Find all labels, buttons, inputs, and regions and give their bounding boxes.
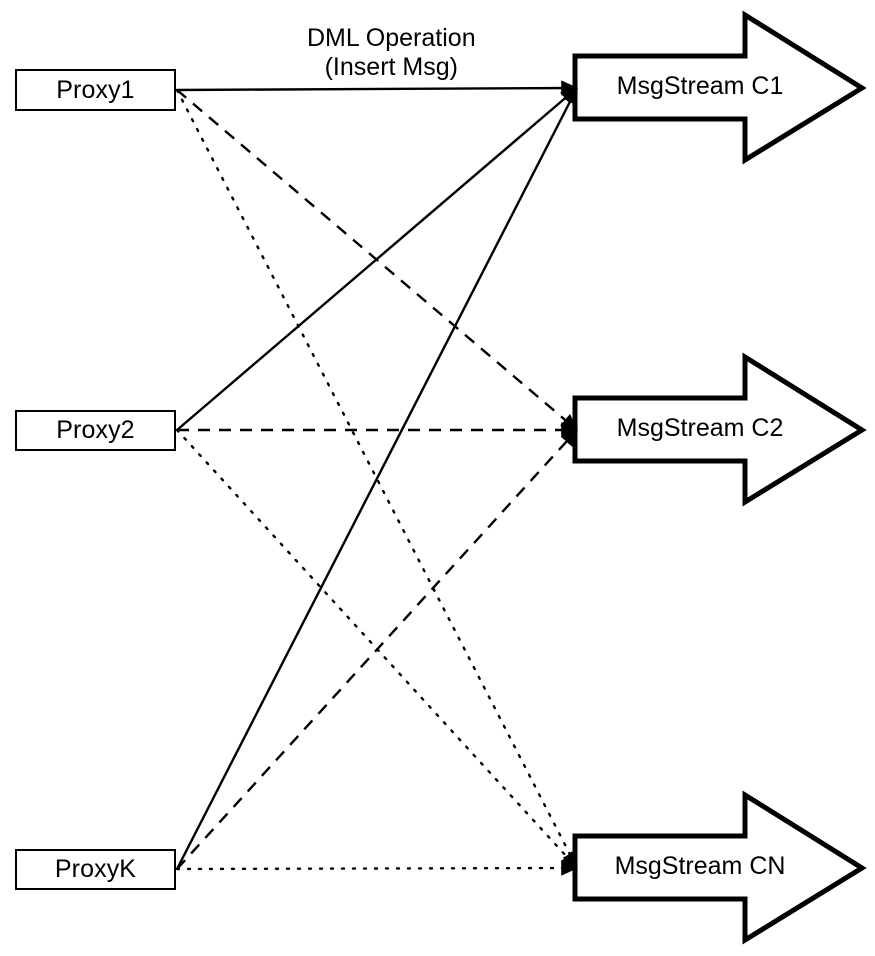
connection-proxy1-to-c2 xyxy=(176,89,578,431)
dml-annotation-line-1: DML Operation xyxy=(307,24,476,52)
proxy-label: Proxy1 xyxy=(56,75,135,104)
proxy-label: Proxy2 xyxy=(56,416,135,444)
connection-line-group xyxy=(175,80,579,876)
connection-proxy1-to-c1 xyxy=(176,80,579,96)
proxy-box-proxy2[interactable]: Proxy2 xyxy=(15,410,176,451)
dml-operation-annotation: DML Operation (Insert Msg) xyxy=(307,24,476,82)
connection-proxyK-to-c1 xyxy=(175,87,579,870)
msgstream-shape-group xyxy=(572,10,867,945)
msgstream-label-cn: MsgStream CN xyxy=(614,852,786,880)
msgstream-label-c2: MsgStream C2 xyxy=(616,414,784,442)
msgstream-arrow-cn xyxy=(572,790,867,945)
proxy-box-proxy1[interactable]: Proxy1 xyxy=(15,69,176,111)
msgstream-arrow-c1 xyxy=(572,10,867,165)
connection-proxy2-to-cn xyxy=(175,428,579,870)
connection-proxyK-to-cn xyxy=(175,860,579,876)
proxy-box-proxyK[interactable]: ProxyK xyxy=(15,849,176,890)
msgstream-label-c1: MsgStream C1 xyxy=(616,72,784,100)
connection-proxy1-to-cn xyxy=(175,88,579,870)
dml-annotation-line-2: (Insert Msg) xyxy=(324,53,458,81)
msgstream-arrow-c2 xyxy=(572,352,867,507)
proxy-label: ProxyK xyxy=(54,855,137,883)
